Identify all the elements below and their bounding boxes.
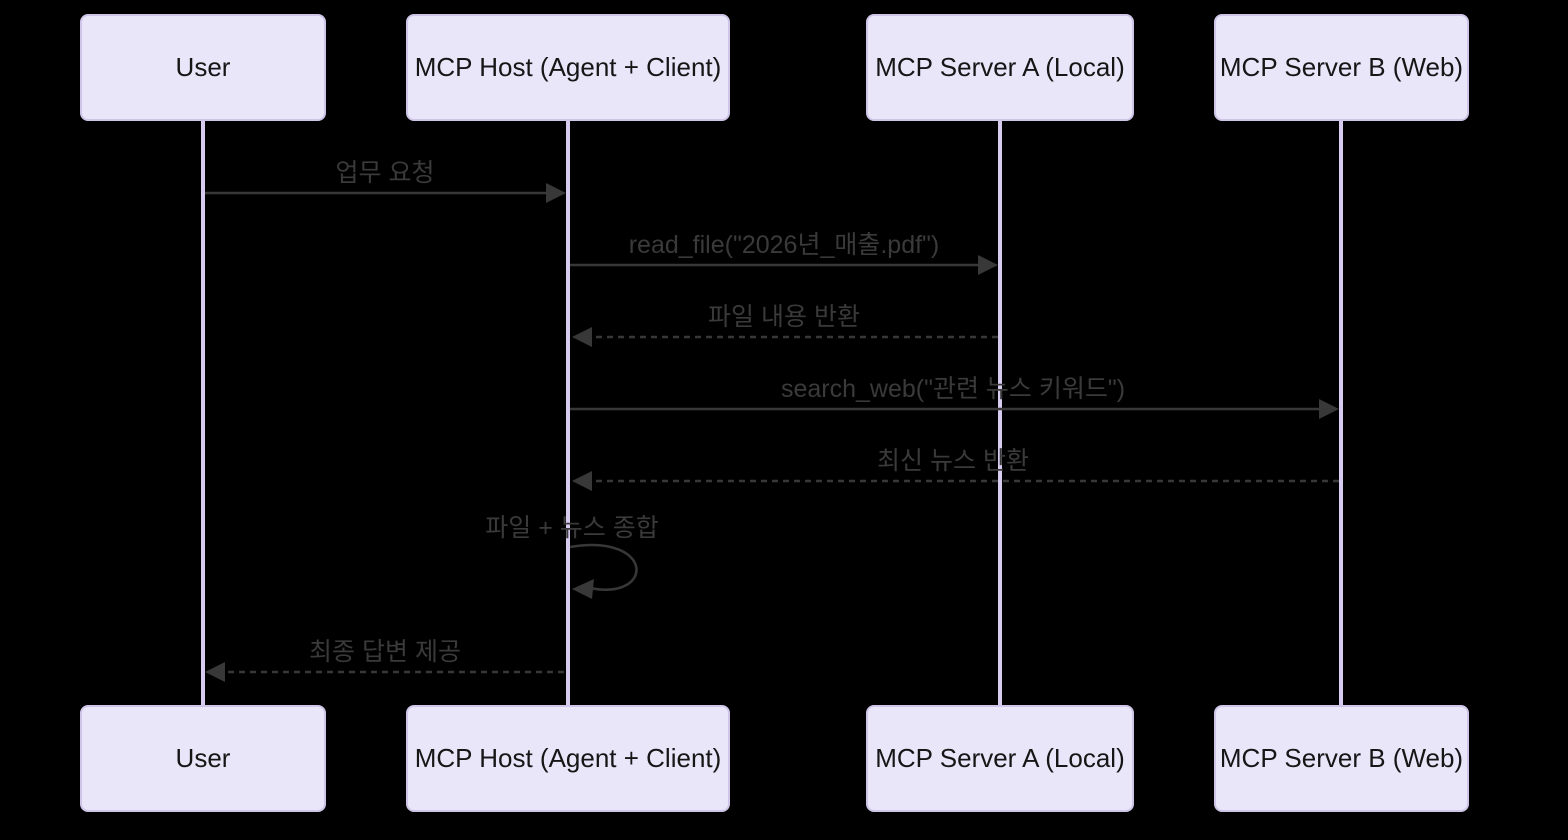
arrowhead-left-icon xyxy=(572,327,592,347)
message-label-5: 최신 뉴스 반환 xyxy=(877,447,1029,475)
actor-box-user-bottom: User xyxy=(80,705,326,812)
message-label-4: search_web("관련 뉴스 키워드") xyxy=(780,375,1126,403)
actor-box-mcp-server-b-top: MCP Server B (Web) xyxy=(1214,14,1469,121)
actor-box-mcp-server-a-top: MCP Server A (Local) xyxy=(866,14,1134,121)
arrowhead-left-icon xyxy=(572,471,592,491)
message-label-1: 업무 요청 xyxy=(335,159,435,187)
actor-box-mcp-server-b-bottom: MCP Server B (Web) xyxy=(1214,705,1469,812)
arrowhead-right-icon xyxy=(1319,399,1339,419)
arrowhead-right-icon xyxy=(546,183,566,203)
message-label-3: 파일 내용 반환 xyxy=(708,303,860,331)
actor-box-user-top: User xyxy=(80,14,326,121)
message-label-6: 파일 + 뉴스 종합 xyxy=(485,514,659,542)
self-loop-line xyxy=(569,543,638,591)
arrowhead-left-icon xyxy=(572,579,594,599)
arrowhead-right-icon xyxy=(978,255,998,275)
arrowhead-left-icon xyxy=(205,662,225,682)
message-label-2: read_file("2026년_매출.pdf") xyxy=(628,231,940,259)
actor-box-mcp-server-a-bottom: MCP Server A (Local) xyxy=(866,705,1134,812)
message-label-7: 최종 답변 제공 xyxy=(309,638,461,666)
actor-box-mcp-host-bottom: MCP Host (Agent + Client) xyxy=(406,705,730,812)
actor-box-mcp-host-top: MCP Host (Agent + Client) xyxy=(406,14,730,121)
